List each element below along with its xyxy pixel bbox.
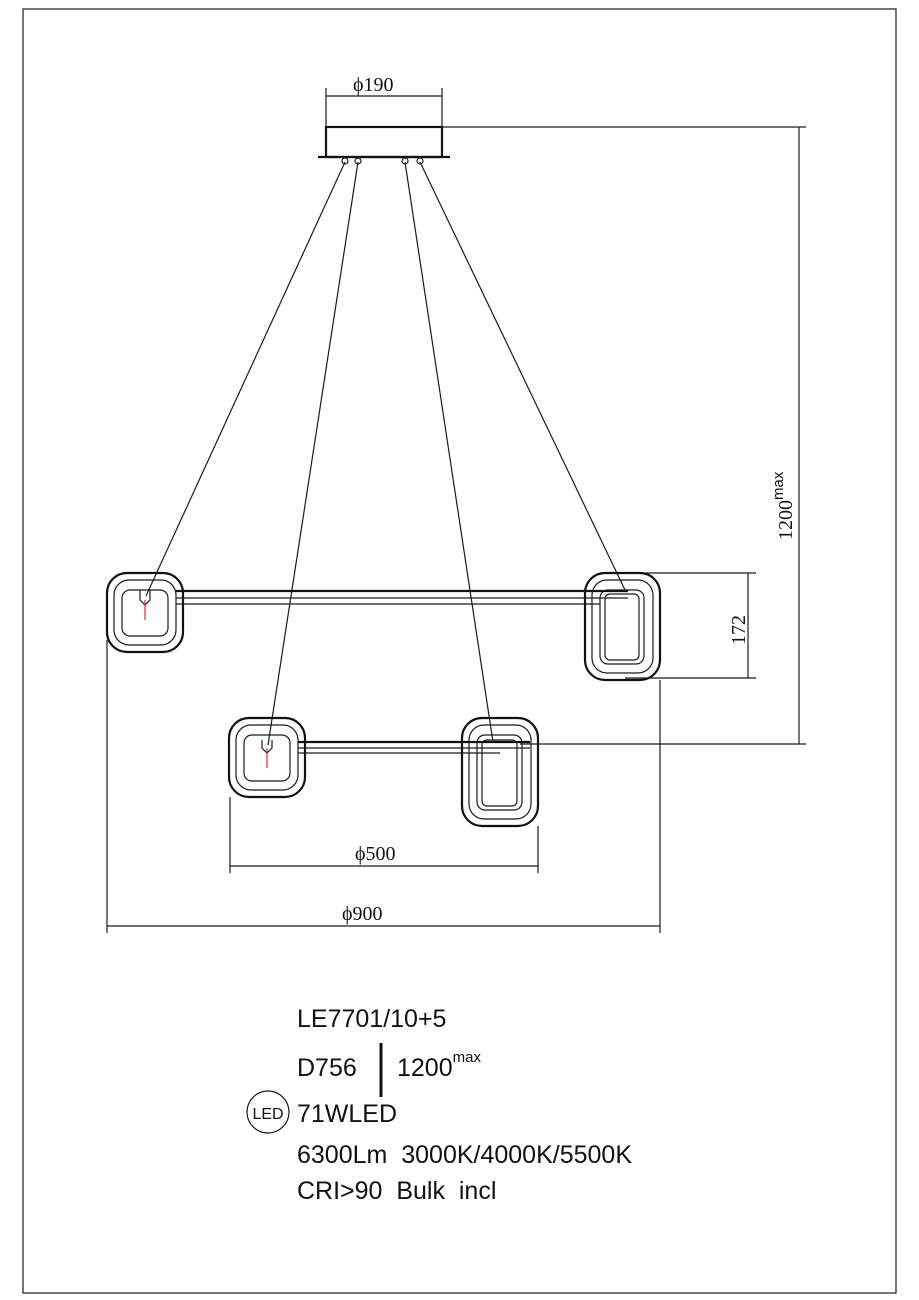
height-spec: 1200 xyxy=(397,1054,453,1082)
ring-height-dimension: 172 xyxy=(625,572,756,679)
upper-ring-right xyxy=(583,571,662,682)
height-label: 1200 xyxy=(775,500,797,540)
power-spec: 71WLED xyxy=(297,1100,397,1128)
suspension-wires xyxy=(145,161,626,746)
inner-diameter-dimension: ϕ500 xyxy=(229,797,539,873)
height-max-label: max xyxy=(770,471,787,500)
height-dimension: 1200max xyxy=(442,126,806,745)
inner-diameter-label: ϕ500 xyxy=(355,843,396,865)
diameter-spec: D756 xyxy=(297,1054,357,1082)
upper-ring-left xyxy=(105,571,185,654)
cri-bulb-spec: CRI>90 Bulk incl xyxy=(297,1177,496,1205)
svg-text:1200max: 1200max xyxy=(397,1049,481,1082)
height-spec-max: max xyxy=(453,1049,482,1066)
upper-bar xyxy=(176,589,628,605)
led-badge-label: LED xyxy=(252,1106,283,1123)
canopy-dimension: ϕ190 xyxy=(325,74,443,127)
lower-bar xyxy=(298,740,530,754)
spec-block: LE7701/10+5 D756 1200max LED 71WLED 6300… xyxy=(246,1005,632,1205)
lower-ring-left xyxy=(227,716,307,799)
led-badge-icon xyxy=(246,1090,290,1134)
lower-ring-right xyxy=(460,716,540,828)
ceiling-canopy xyxy=(318,125,450,165)
outer-diameter-label: ϕ900 xyxy=(342,903,383,925)
outer-diameter-dimension: ϕ900 xyxy=(106,640,661,933)
svg-text:1200max: 1200max xyxy=(770,471,797,540)
lumen-cct-spec: 6300Lm 3000K/4000K/5500K xyxy=(297,1141,632,1169)
ring-height-label: 172 xyxy=(728,615,750,645)
model-number: LE7701/10+5 xyxy=(297,1005,446,1033)
canopy-diameter-label: ϕ190 xyxy=(353,74,394,96)
drawing-border xyxy=(22,8,897,1294)
